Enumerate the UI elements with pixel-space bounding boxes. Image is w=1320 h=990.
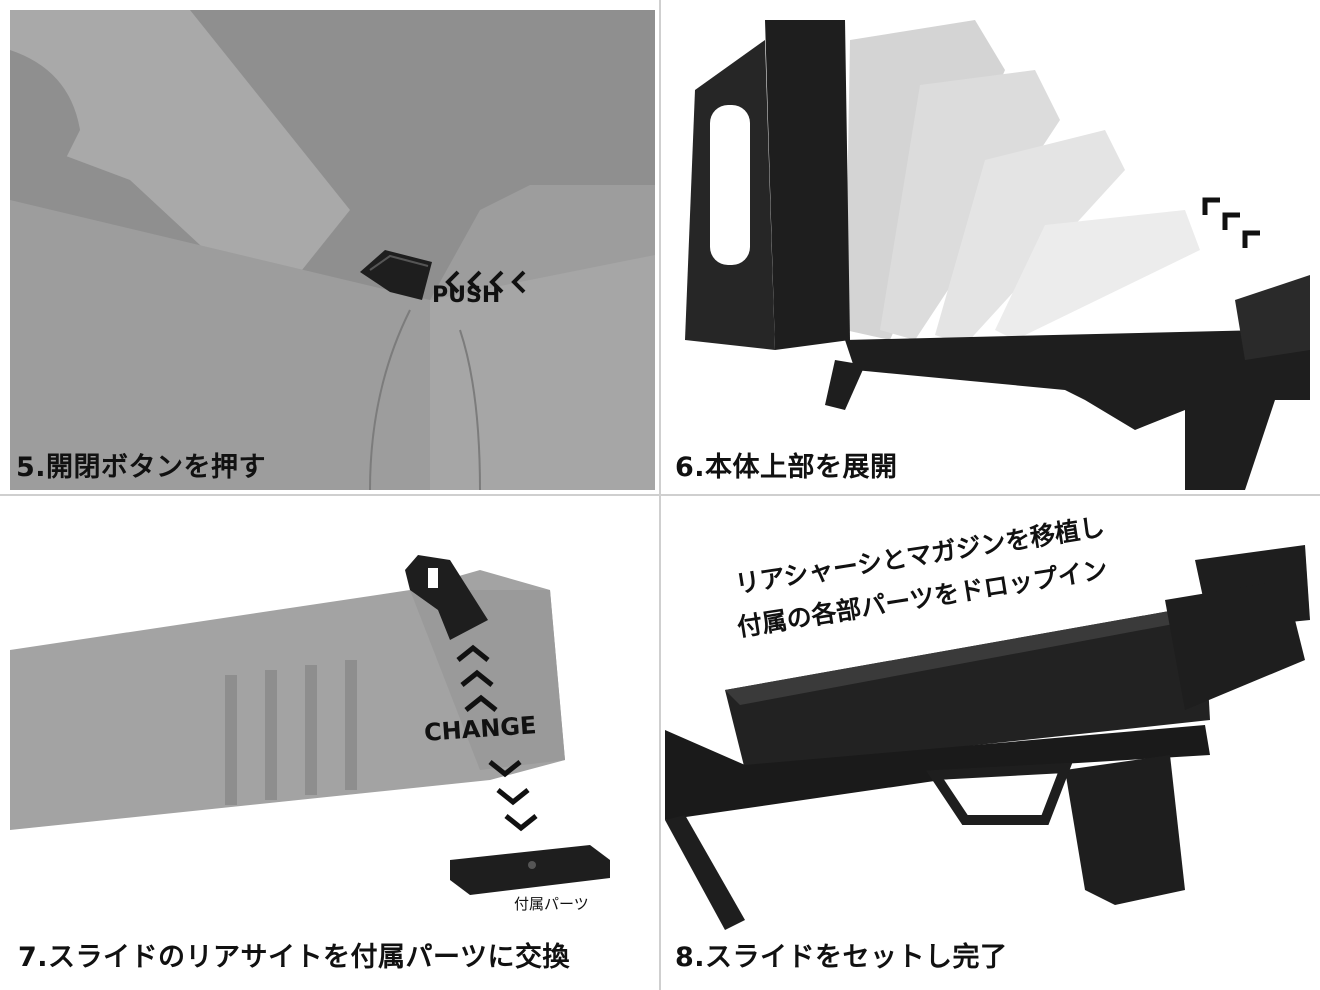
panel-step-6: 6.本体上部を展開 — [665, 10, 1310, 490]
chevron-down-icon — [488, 760, 538, 832]
chevron-left-icon — [445, 270, 526, 294]
included-part-label: 付属パーツ — [514, 895, 589, 913]
step7-illustration — [10, 555, 610, 895]
step5-caption: 5.開閉ボタンを押す — [16, 452, 267, 483]
panel-step-8: 8.スライドをセットし完了 — [665, 500, 1310, 980]
chevron-up-icon — [456, 644, 498, 712]
step7-caption: 7.スライドのリアサイトを付属パーツに交換 — [18, 942, 571, 973]
step6-caption: 6.本体上部を展開 — [675, 452, 898, 483]
panel-step-7: 7.スライドのリアサイトを付属パーツに交換 — [10, 500, 655, 980]
step6-illustration — [685, 20, 1310, 490]
step8-caption: 8.スライドをセットし完了 — [675, 942, 1008, 973]
push-label: PUSH — [432, 283, 501, 308]
horizontal-divider — [0, 494, 1320, 496]
step8-illustration — [665, 545, 1310, 930]
panel-step-5: 5.開閉ボタンを押す — [10, 10, 655, 490]
step5-illustration — [10, 10, 655, 490]
corner-arrow-icon — [1202, 197, 1260, 248]
